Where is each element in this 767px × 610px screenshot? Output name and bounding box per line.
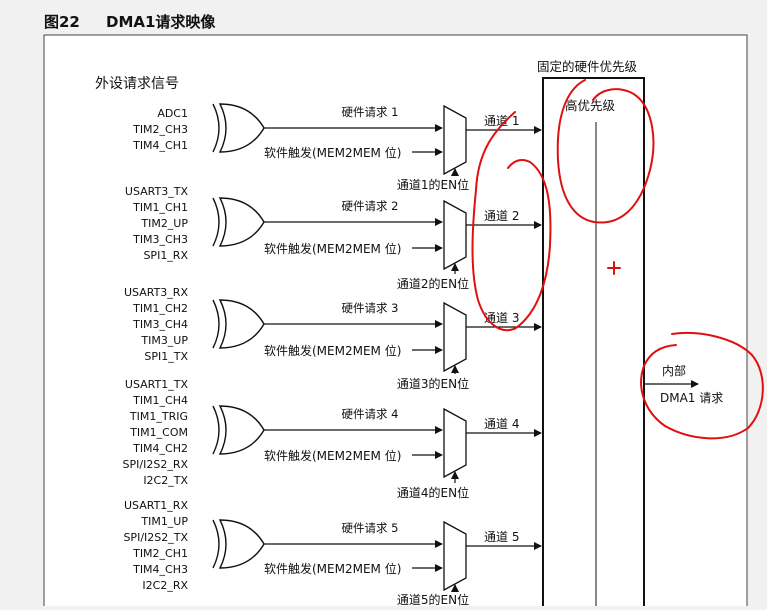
channel-label: 通道 4 <box>484 417 519 431</box>
en-bit-label: 通道5的EN位 <box>397 592 469 606</box>
or-gate-2 <box>218 197 265 247</box>
peripheral-header: 外设请求信号 <box>95 76 179 92</box>
peripheral-signal-label: TIM4_CH3 <box>132 563 188 576</box>
peripheral-signal-label: SPI1_RX <box>143 249 188 262</box>
channel-mux-4 <box>443 407 467 479</box>
soft-trigger-label: 软件触发(MEM2MEM 位) <box>264 448 401 463</box>
soft-trigger-label: 软件触发(MEM2MEM 位) <box>264 343 401 358</box>
figure-title: DMA1请求映像 <box>106 13 216 31</box>
peripheral-signal-label: SPI/I2S2_RX <box>123 458 189 471</box>
or-gate-input-curve <box>212 519 220 569</box>
peripheral-signal-label: USART1_RX <box>124 499 188 512</box>
en-bit-label: 通道2的EN位 <box>397 276 469 291</box>
peripheral-signal-label: ADC1 <box>157 107 188 120</box>
peripheral-signal-label: I2C2_RX <box>142 579 188 592</box>
peripheral-signal-label: TIM4_CH2 <box>132 442 188 455</box>
peripheral-signal-label: SPI1_TX <box>144 350 188 363</box>
channel-label: 通道 5 <box>484 530 519 544</box>
channel-label: 通道 3 <box>484 311 519 325</box>
or-gate-1 <box>218 103 265 153</box>
peripheral-signal-label: TIM1_UP <box>140 515 188 528</box>
soft-trigger-label: 软件触发(MEM2MEM 位) <box>264 145 401 160</box>
channel-label: 通道 2 <box>484 209 519 223</box>
priority-title: 固定的硬件优先级 <box>537 59 638 74</box>
peripheral-signal-label: TIM1_CH1 <box>132 201 188 214</box>
figure-number: 图22 <box>44 13 80 31</box>
hw-request-label: 硬件请求 4 <box>342 407 399 421</box>
priority-block <box>542 77 645 610</box>
channel-mux-2 <box>443 199 467 271</box>
or-gate-3 <box>218 299 265 349</box>
peripheral-signal-label: I2C2_TX <box>143 474 188 487</box>
peripheral-signal-label: TIM3_UP <box>140 334 188 347</box>
peripheral-signal-label: TIM4_CH1 <box>132 139 188 152</box>
or-gate-5 <box>218 519 265 569</box>
hw-request-label: 硬件请求 5 <box>342 521 399 535</box>
peripheral-signal-label: TIM1_CH2 <box>132 302 188 315</box>
or-gate-input-curve <box>212 299 220 349</box>
hw-request-label: 硬件请求 1 <box>342 105 399 119</box>
peripheral-signal-label: TIM3_CH3 <box>132 233 188 246</box>
channel-label: 通道 1 <box>484 114 519 128</box>
or-gate-4 <box>218 405 265 455</box>
peripheral-signal-label: TIM1_CH4 <box>132 394 188 407</box>
red-circle-channels <box>471 111 552 332</box>
peripheral-signal-label: TIM1_COM <box>129 426 188 439</box>
hw-request-label: 硬件请求 3 <box>342 301 399 315</box>
red-plus-mark <box>607 261 621 275</box>
or-gate-input-curve <box>212 103 220 153</box>
soft-trigger-label: 软件触发(MEM2MEM 位) <box>264 561 401 576</box>
red-circle-internal <box>640 332 764 440</box>
peripheral-signal-label: TIM1_TRIG <box>129 410 188 423</box>
dma1-request-label: DMA1 请求 <box>660 391 723 405</box>
peripheral-signal-label: USART3_TX <box>125 185 189 198</box>
channel-mux-1 <box>443 104 467 176</box>
peripheral-signal-label: SPI/I2S2_TX <box>123 531 188 544</box>
or-gate-input-curve <box>212 197 220 247</box>
en-bit-label: 通道1的EN位 <box>397 177 469 192</box>
en-bit-label: 通道3的EN位 <box>397 376 469 391</box>
peripheral-signal-label: TIM3_CH4 <box>132 318 188 331</box>
peripheral-signal-label: USART3_RX <box>124 286 188 299</box>
hw-request-label: 硬件请求 2 <box>342 199 399 213</box>
peripheral-signal-label: TIM2_CH1 <box>132 547 188 560</box>
peripheral-signal-label: TIM2_UP <box>140 217 188 230</box>
peripheral-signal-label: USART1_TX <box>125 378 189 391</box>
red-circle-priority <box>556 79 655 224</box>
or-gate-input-curve <box>212 405 220 455</box>
internal-label: 内部 <box>662 363 686 378</box>
en-bit-label: 通道4的EN位 <box>397 485 469 500</box>
soft-trigger-label: 软件触发(MEM2MEM 位) <box>264 241 401 256</box>
red-annotations <box>471 79 764 440</box>
peripheral-signal-label: TIM2_CH3 <box>132 123 188 136</box>
channel-mux-3 <box>443 301 467 373</box>
high-priority-label: 高优先级 <box>565 98 616 113</box>
channel-mux-5 <box>443 520 467 592</box>
